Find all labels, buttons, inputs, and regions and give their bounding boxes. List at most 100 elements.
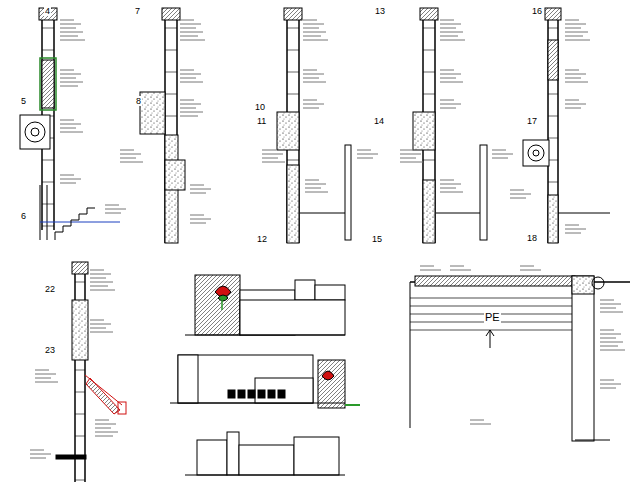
drawing-part [345,145,351,240]
note-mark [303,108,319,109]
note-mark [190,219,211,220]
drawing-line [165,94,177,95]
tree-symbol [218,295,228,301]
note-mark [190,185,204,186]
drawing-part [118,402,126,414]
callout-number: 4 [44,6,51,16]
drawing-line [75,392,85,393]
drawing-part [545,8,561,20]
note-mark [105,213,121,214]
note-mark [60,128,76,129]
note-mark [440,192,463,193]
drawing-part [284,8,302,20]
drawing-line [40,185,41,240]
drawing-part [277,112,299,150]
drawing-line [42,50,54,51]
note-mark [400,158,416,159]
note-mark [440,82,463,83]
note-mark [35,382,58,383]
note-mark [30,450,44,451]
note-mark [600,380,614,381]
drawing-line [548,138,558,139]
note-mark [565,20,579,21]
note-mark [357,158,373,159]
note-mark [180,70,194,71]
note-mark [60,32,83,33]
note-mark [357,150,371,151]
note-mark [440,24,461,25]
note-mark [262,162,285,163]
note-mark [565,82,588,83]
drawing-part [572,276,594,441]
drawing-line [287,50,299,51]
note-mark [190,215,204,216]
drawing-line [185,475,345,476]
drawing-line [165,50,177,51]
note-mark [440,104,461,105]
drawing-line [47,185,48,240]
note-mark [30,454,51,455]
drawing-part [178,355,313,403]
note-mark [180,36,198,37]
note-mark [60,74,81,75]
note-mark [565,104,586,105]
drawing-circle [31,128,39,136]
note-mark [600,312,623,313]
note-mark [60,175,74,176]
drawing-line [170,403,345,404]
drawing-line [42,204,54,205]
note-mark [303,36,321,37]
note-mark [60,120,74,121]
note-mark [95,428,111,429]
drawing-part [287,165,299,243]
note-mark [600,330,614,331]
drawing-part [318,360,345,408]
drawing-line [423,72,435,73]
note-mark [600,308,616,309]
note-mark [180,40,205,41]
note-mark [565,28,581,29]
note-mark [400,150,414,151]
note-mark [440,70,454,71]
note-mark [440,40,465,41]
drawing-part [258,390,265,398]
note-mark [400,162,423,163]
drawing-line [75,282,85,283]
drawing-line [548,28,558,29]
note-mark [470,420,484,421]
note-mark [60,24,81,25]
drawing-line [548,94,558,95]
note-mark [470,424,491,425]
note-mark [600,334,621,335]
drawing-line [423,50,435,51]
note-mark [303,24,324,25]
note-mark [440,28,456,29]
note-mark [90,290,115,291]
note-mark [510,198,526,199]
note-mark [303,28,319,29]
drawing-part [548,195,558,243]
note-mark [520,270,541,271]
note-mark [105,209,126,210]
drawing-line [42,226,54,227]
note-mark [60,124,81,125]
drawing-line [345,404,360,406]
note-mark [565,40,590,41]
note-mark [262,154,283,155]
drawing-part [315,285,345,300]
note-mark [90,282,113,283]
drawing-line [165,28,177,29]
drawing-part [248,390,255,398]
drawing-circle [592,277,604,289]
drawing-part [523,140,549,166]
note-mark [440,184,461,185]
note-mark [60,36,78,37]
note-mark [60,82,83,83]
callout-number: 6 [20,211,27,221]
note-mark [90,332,113,333]
note-mark [35,374,56,375]
note-mark [303,104,324,105]
drawing-part [239,445,294,475]
